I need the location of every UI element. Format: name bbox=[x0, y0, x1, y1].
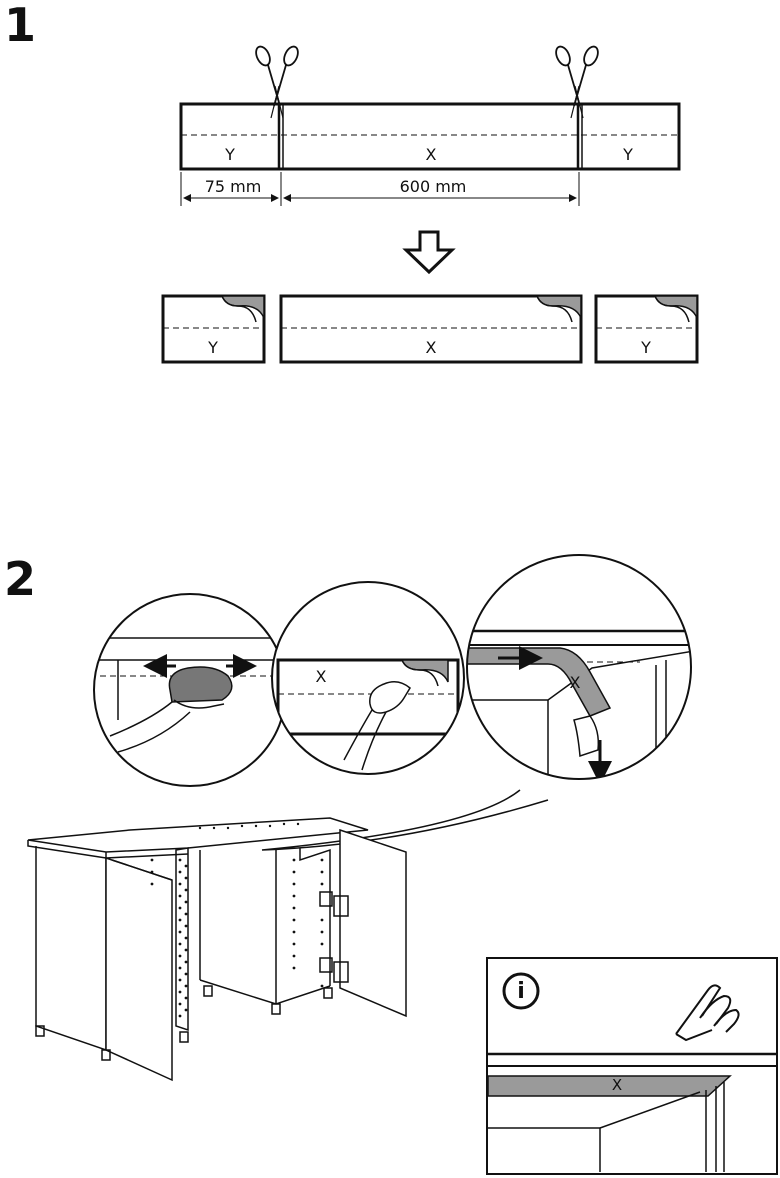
scissors-icon bbox=[555, 45, 599, 119]
info-icon: i bbox=[502, 972, 540, 1010]
info-panel: i X bbox=[486, 957, 778, 1175]
scissors-icon bbox=[255, 45, 299, 119]
cut-label-left: Y bbox=[207, 338, 218, 357]
cut-piece-left: Y bbox=[161, 294, 266, 364]
cut-label-middle: X bbox=[426, 338, 437, 357]
step-2-number: 2 bbox=[4, 552, 37, 606]
cut-piece-right: Y bbox=[594, 294, 699, 364]
step-1-number: 1 bbox=[4, 0, 37, 52]
peel-label: X bbox=[316, 667, 327, 686]
detail-circle-apply: X bbox=[466, 554, 692, 780]
apply-label: X bbox=[570, 673, 581, 692]
tape-strip bbox=[179, 102, 681, 171]
dimension-75: 75 mm bbox=[205, 177, 262, 196]
shelf-holes bbox=[150, 822, 324, 1018]
down-arrow-icon bbox=[402, 230, 456, 275]
hand-icon bbox=[369, 681, 411, 714]
detail-circle-clean bbox=[93, 593, 287, 787]
info-icon-letter: i bbox=[517, 979, 525, 1004]
finger-press-icon bbox=[675, 984, 740, 1042]
strip-label-right: Y bbox=[622, 145, 633, 164]
cloth-icon bbox=[168, 666, 233, 703]
step1-strip-diagram: Y X Y 75 mm 600 mm bbox=[161, 45, 699, 364]
cut-piece-middle: X bbox=[279, 294, 583, 364]
corner-cabinet-illustration bbox=[27, 817, 407, 1082]
strip-label-middle: X bbox=[426, 145, 437, 164]
strip-label-left: Y bbox=[224, 145, 235, 164]
dimension-600: 600 mm bbox=[400, 177, 467, 196]
detail-circle-peel: X bbox=[271, 581, 465, 775]
info-tape-strip bbox=[487, 1075, 732, 1097]
info-strip-label: X bbox=[612, 1076, 622, 1094]
cut-label-right: Y bbox=[640, 338, 651, 357]
callout-tail bbox=[261, 789, 549, 851]
